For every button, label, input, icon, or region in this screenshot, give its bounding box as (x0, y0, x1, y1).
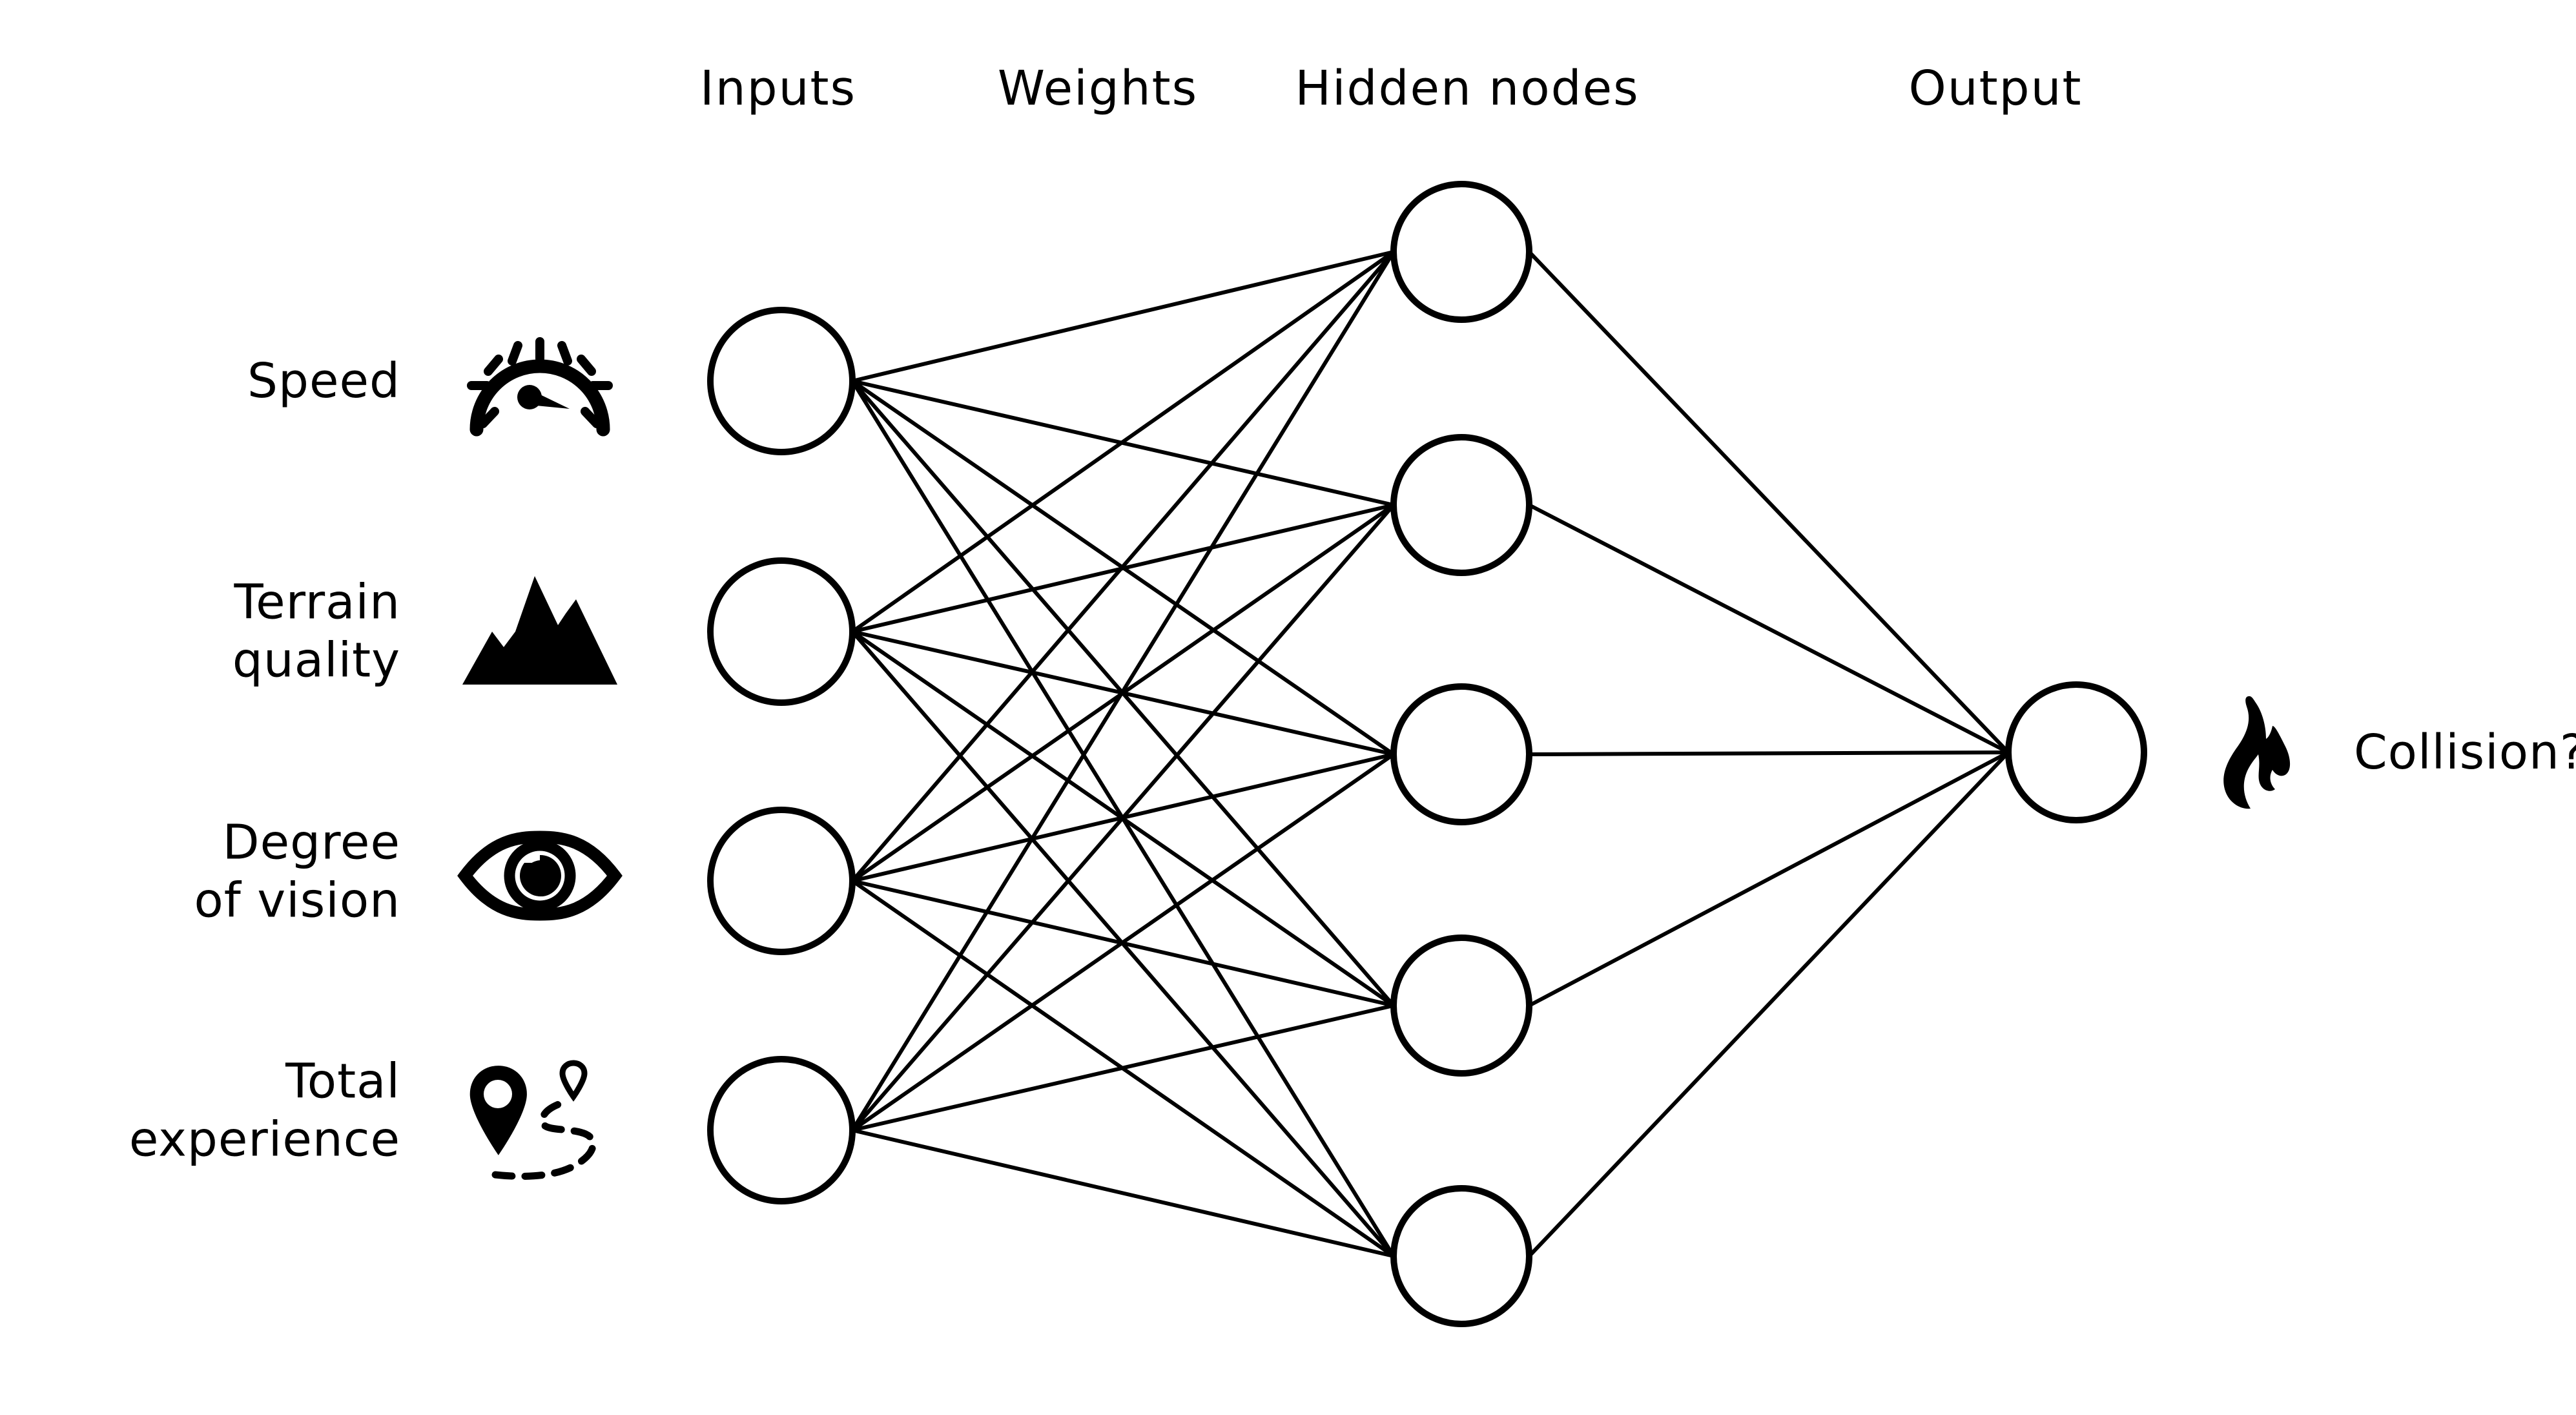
column-header-inputs: Inputs (699, 61, 857, 116)
edge-in4-h4 (852, 1004, 1394, 1132)
input-node-speed (707, 307, 856, 455)
input-label-terrain-quality: Terrain quality (232, 574, 400, 688)
edge-h2-out (1528, 503, 2010, 754)
edge-in4-h5 (852, 1128, 1394, 1258)
speedometer-icon (465, 327, 615, 437)
column-header-hidden-nodes: Hidden nodes (1295, 61, 1640, 116)
input-node-total-experience (707, 1056, 856, 1204)
edge-h1-out (1527, 250, 2010, 754)
edge-in4-h2 (850, 504, 1396, 1131)
edge-in4-h1 (850, 251, 1396, 1131)
input-node-degree-of-vision (707, 807, 856, 955)
column-header-weights: Weights (997, 61, 1199, 116)
edge-h3-out (1529, 750, 2009, 756)
output-node-collision (2005, 681, 2147, 823)
hidden-node-2 (1390, 434, 1532, 576)
hidden-node-5 (1390, 1185, 1532, 1327)
input-nodes (707, 307, 856, 1204)
edge-in2-h1 (851, 250, 1395, 634)
input-label-total-experience: Total experience (129, 1053, 400, 1168)
edges-input-to-hidden (850, 250, 1396, 1258)
hidden-node-3 (1390, 683, 1532, 825)
hidden-node-4 (1390, 935, 1532, 1077)
edges-hidden-to-output (1527, 250, 2010, 1258)
output-label-collision: Collision? (2354, 725, 2576, 780)
edge-in4-h3 (851, 752, 1395, 1132)
route-pin-icon (459, 1060, 621, 1180)
edge-in3-h1 (850, 251, 1396, 882)
mountain-icon (462, 576, 617, 687)
edge-h4-out (1528, 750, 2010, 1007)
hidden-nodes (1390, 181, 1532, 1327)
output-node-group (2005, 681, 2147, 823)
eye-icon (457, 831, 623, 921)
input-node-terrain-quality (707, 557, 856, 706)
hidden-node-1 (1390, 181, 1532, 323)
input-label-speed: Speed (247, 353, 400, 409)
flame-icon (2216, 695, 2300, 810)
edge-h5-out (1527, 750, 2010, 1258)
edge-in1-h1 (852, 250, 1394, 383)
input-label-degree-of-vision: Degree of vision (194, 814, 400, 929)
column-header-output: Output (1908, 61, 2083, 116)
